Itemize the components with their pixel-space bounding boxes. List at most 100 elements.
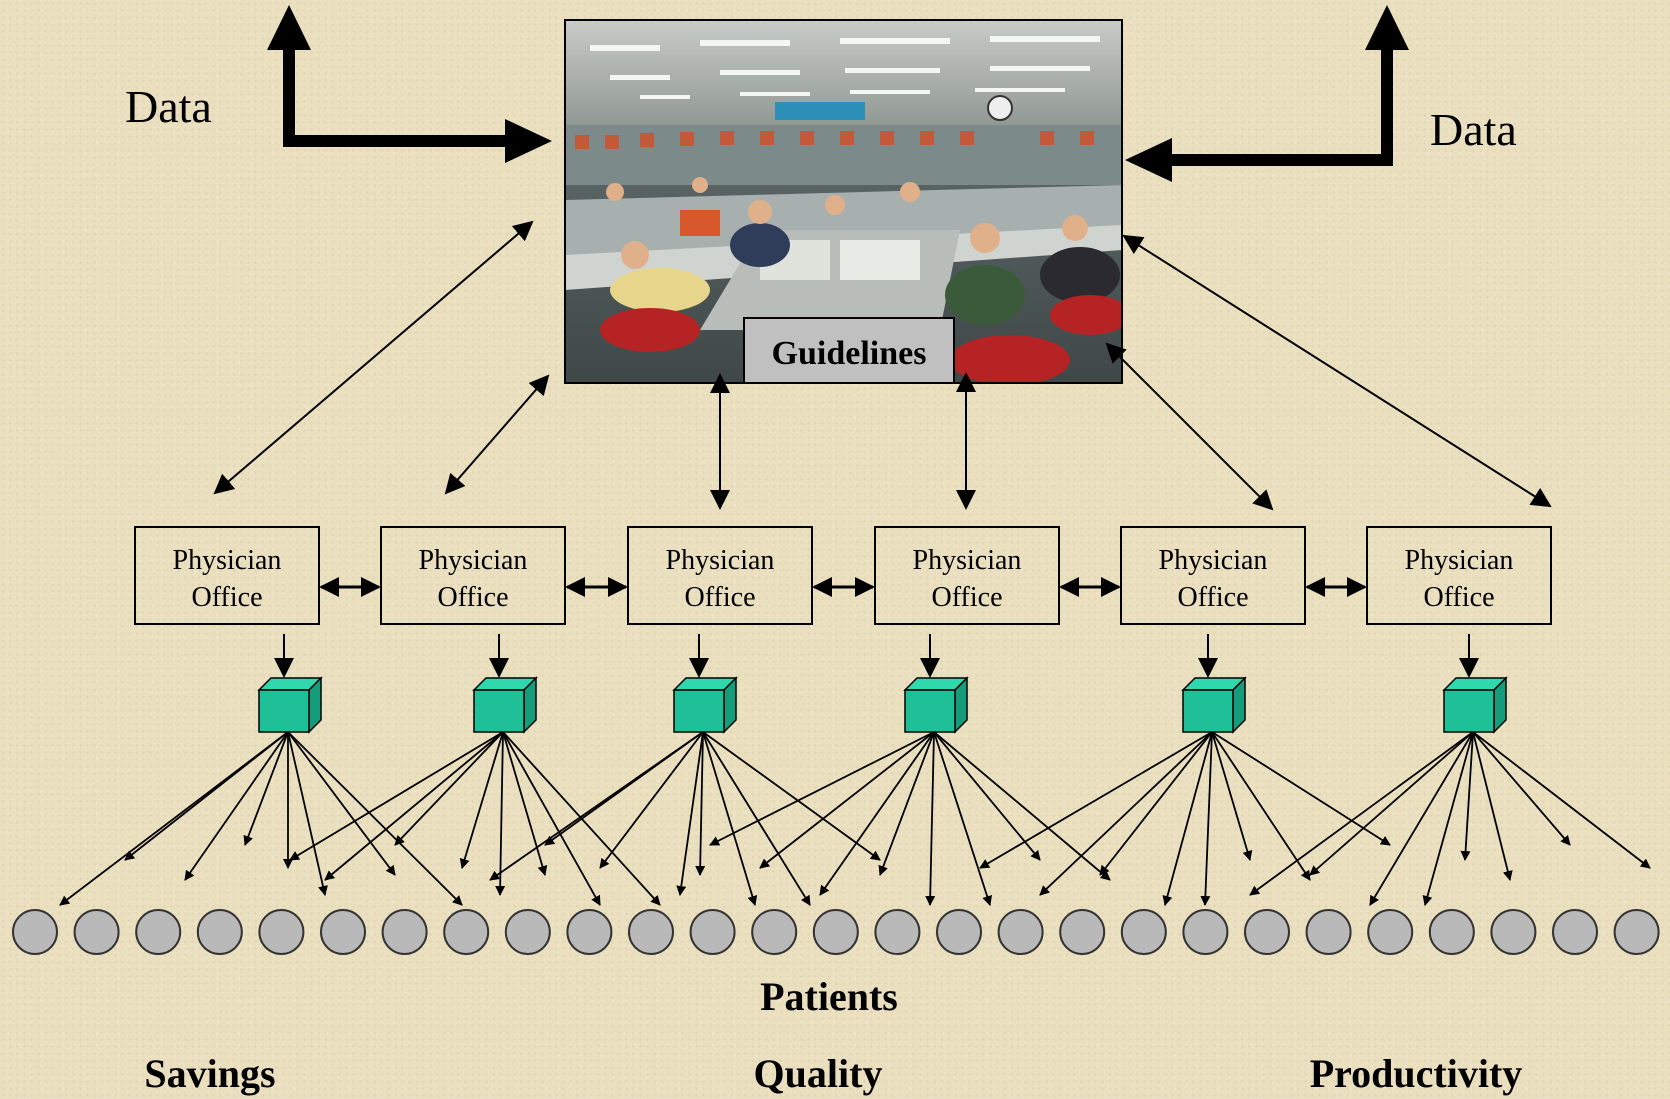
device-patient-arrow [979, 731, 1213, 869]
device-patient-arrow [459, 731, 504, 869]
device-patient-arrow [1249, 731, 1474, 896]
patient-node [196, 909, 243, 955]
device-fan-2 [289, 731, 661, 906]
device-patient-arrow [819, 731, 935, 896]
office-label-line1: Physician [666, 545, 775, 576]
device-patient-arrow [1422, 731, 1474, 906]
device-fan-1 [59, 731, 463, 906]
patient-node [504, 909, 551, 955]
patient-node [73, 909, 120, 955]
device-2 [472, 634, 538, 734]
patient-node [258, 909, 305, 955]
device-patient-arrow [1369, 731, 1474, 906]
device-patient-arrow [502, 731, 548, 876]
device-patient-connectors [59, 731, 1651, 906]
patient-node [566, 909, 613, 955]
patient-node [936, 909, 982, 955]
device-patient-arrow [184, 731, 289, 881]
device-fan-4 [709, 731, 1111, 906]
device-patient-arrow [1309, 731, 1474, 876]
patient-node [12, 909, 58, 955]
patient-node [689, 909, 736, 955]
device-patient-arrow [676, 731, 704, 896]
office-label-line1: Physician [1405, 545, 1514, 576]
device-patient-arrow [925, 731, 936, 906]
patient-node [1490, 909, 1537, 955]
device-6 [1442, 634, 1508, 734]
data-label-left: Data [125, 81, 212, 132]
patient-node [443, 909, 490, 955]
device-patient-arrow [1211, 731, 1311, 881]
device-patient-arrow [544, 731, 704, 846]
patient-node [751, 909, 798, 955]
device-patient-arrow [1039, 731, 1213, 896]
patient-node [1059, 909, 1106, 955]
office-label-line2: Office [932, 582, 1003, 613]
device-5 [1181, 634, 1247, 734]
office-label-line1: Physician [419, 545, 528, 576]
patient-node [1613, 909, 1660, 955]
guidelines-box: Guidelines [743, 317, 955, 384]
office-label-line2: Office [1424, 582, 1495, 613]
office-label-line2: Office [192, 582, 263, 613]
device-patient-arrow [502, 731, 601, 906]
patient-node [1367, 909, 1414, 955]
device-patient-arrow [1460, 731, 1474, 861]
device-patient-arrow [394, 731, 504, 846]
device-1 [257, 634, 323, 734]
device-patient-arrow [495, 731, 506, 896]
device-patient-arrow [1200, 731, 1213, 906]
device-patient-arrow [878, 731, 935, 876]
office-label-line2: Office [685, 582, 756, 613]
patient-node [997, 909, 1044, 955]
device-patient-arrow [1162, 731, 1213, 906]
device-patient-arrow [702, 731, 758, 906]
patient-node [135, 909, 182, 955]
device-patient-arrow [709, 731, 935, 846]
device-patient-arrow [1211, 731, 1253, 861]
patient-node [1120, 909, 1167, 955]
device-patient-arrow [933, 731, 992, 906]
device-fan-3 [489, 731, 881, 906]
physician-offices: PhysicianOfficePhysicianOfficePhysicianO… [134, 526, 1552, 625]
patient-node [1305, 909, 1352, 955]
guidelines-label: Guidelines [772, 335, 927, 372]
device-patient-arrow [933, 731, 1111, 881]
patient-node [381, 909, 428, 955]
device-patient-arrow [1099, 731, 1213, 876]
device-patient-arrow [1472, 731, 1513, 881]
device-fan-5 [979, 731, 1391, 906]
office-devices [257, 634, 1508, 734]
patient-node [812, 909, 859, 955]
device-patient-arrow [289, 731, 504, 861]
patient-node [628, 909, 674, 955]
device-4 [903, 634, 969, 734]
device-patient-arrow [287, 731, 328, 896]
patient-node [1244, 909, 1290, 955]
device-patient-arrow [759, 731, 935, 869]
office-connectors [213, 220, 1552, 511]
office-label-line1: Physician [1159, 545, 1268, 576]
device-patient-arrow [243, 731, 289, 846]
device-patient-arrow [1472, 731, 1651, 869]
device-patient-arrow [287, 731, 396, 876]
patient-node [1428, 909, 1475, 955]
patient-node [320, 909, 366, 955]
device-patient-arrow [1472, 731, 1571, 846]
data-arrow-right [1125, 5, 1409, 182]
savings-label: Savings [144, 1051, 275, 1096]
office-label-line1: Physician [173, 545, 282, 576]
connector-office-6 [1122, 234, 1552, 508]
connector-office-2 [444, 374, 550, 495]
office-label-line1: Physician [913, 545, 1022, 576]
device-3 [672, 634, 738, 734]
device-fan-6 [1249, 731, 1651, 906]
patient-node [874, 909, 921, 955]
device-patient-arrow [324, 731, 504, 881]
device-patient-arrow [599, 731, 704, 869]
